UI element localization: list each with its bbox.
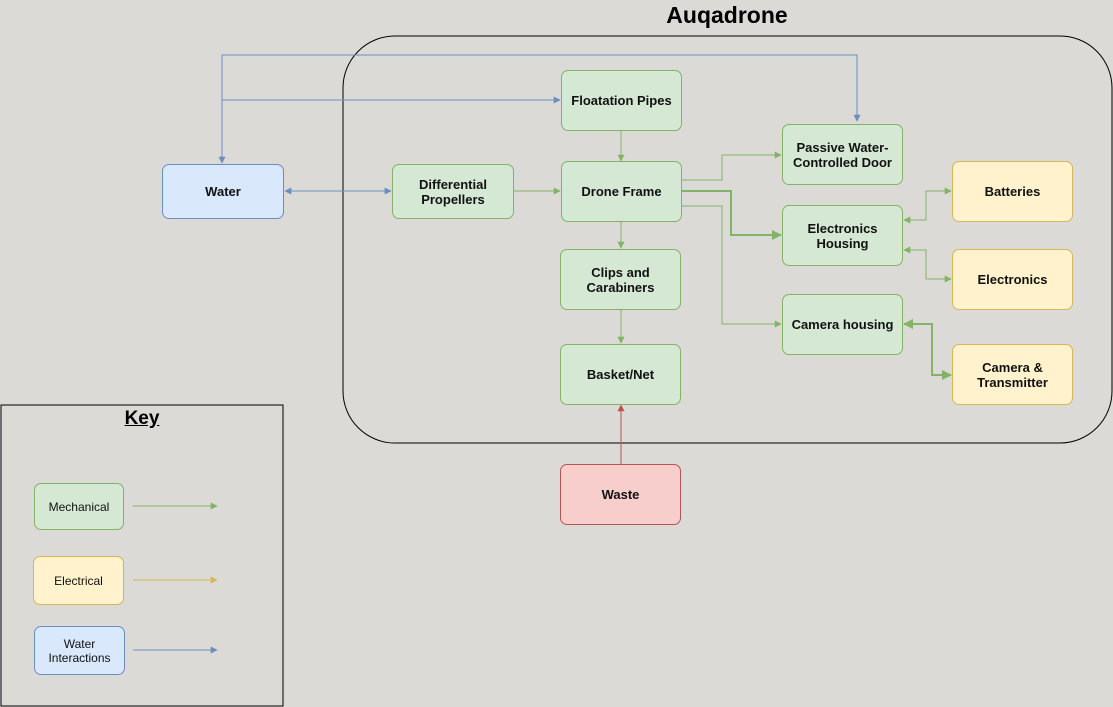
node-waste: Waste [560, 464, 681, 525]
node-floatation-pipes: Floatation Pipes [561, 70, 682, 131]
node-electronics-housing: Electronics Housing [782, 205, 903, 266]
edge-frame-electronics-housing [682, 190, 782, 240]
node-passive-door: Passive Water- Controlled Door [782, 124, 903, 185]
key-box [0, 404, 284, 707]
node-drone-frame: Drone Frame [561, 161, 682, 222]
node-clips-carabiners: Clips and Carabiners [560, 249, 681, 310]
edge-housing-electronics [903, 246, 952, 283]
key-electrical: Electrical [33, 556, 124, 605]
node-camera-housing: Camera housing [782, 294, 903, 355]
node-camera-transmitter: Camera & Transmitter [952, 344, 1073, 405]
edge-housing-batteries [903, 187, 952, 224]
edge-water-floatation [218, 96, 561, 164]
node-basket-net: Basket/Net [560, 344, 681, 405]
node-differential-propellers: Differential Propellers [392, 164, 514, 219]
edge-frame-camera-housing [682, 205, 782, 328]
key-water-interactions: Water Interactions [34, 626, 125, 675]
edge-camera-housing-transmitter [903, 319, 952, 380]
diagram-title: Auqadrone [666, 2, 788, 28]
node-electronics: Electronics [952, 249, 1073, 310]
node-batteries: Batteries [952, 161, 1073, 222]
edge-frame-door [682, 151, 782, 181]
edge-water-door [221, 54, 861, 163]
key-title: Key [124, 408, 160, 429]
auqadrone-boundary [342, 35, 1113, 444]
key-mechanical: Mechanical [34, 483, 124, 530]
node-water: Water [162, 164, 284, 219]
